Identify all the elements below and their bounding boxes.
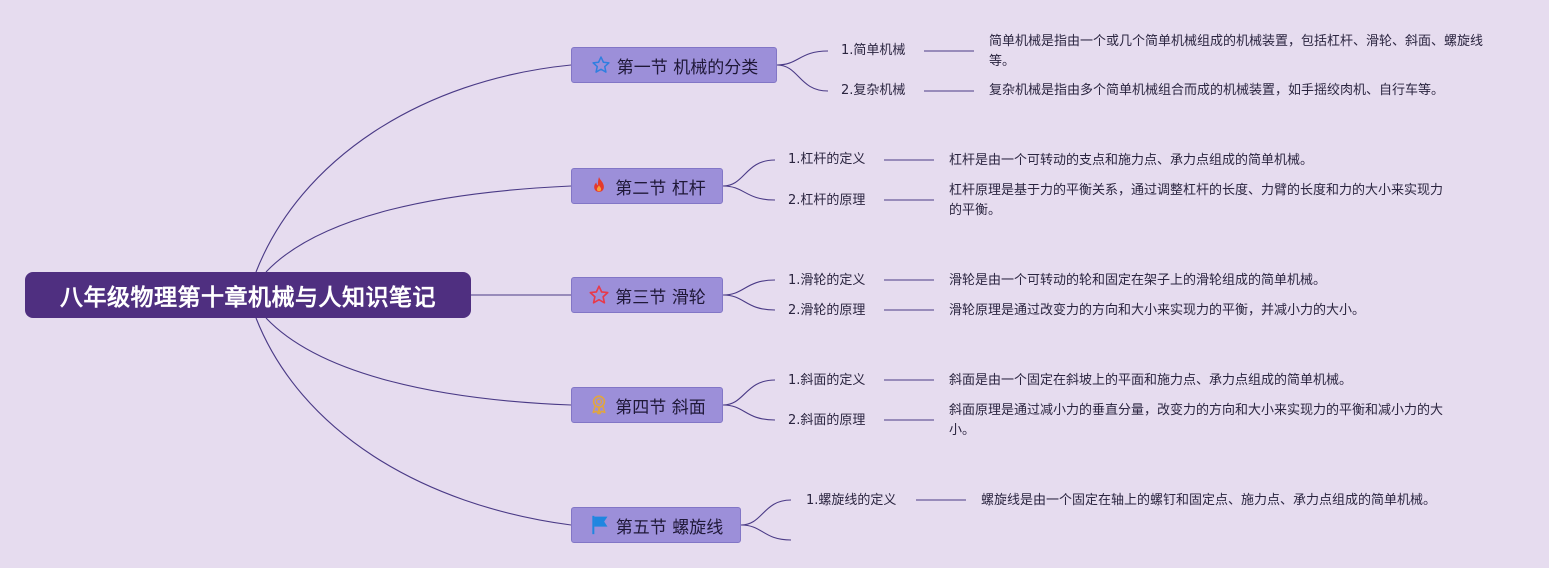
section-topic-3[interactable]: 第三节 滑轮 <box>571 277 723 313</box>
section-3-branch-b <box>722 294 776 311</box>
section-2-branch-b <box>722 185 776 201</box>
subtopic-description: 螺旋线是由一个固定在轴上的螺钉和固定点、施力点、承力点组成的简单机械。 <box>981 493 1437 508</box>
star-outline-icon <box>590 54 612 76</box>
section-3-branch-a <box>722 279 776 296</box>
subtopic-label[interactable]: 1.螺旋线的定义 <box>806 493 897 508</box>
subtopic-description: 杠杆原理是基于力的平衡关系，通过调整杠杆的长度、力臂的长度和力的大小来实现力的平… <box>949 183 1444 218</box>
root-to-section-4-line <box>265 317 572 406</box>
section-topic-1[interactable]: 第一节 机械的分类 <box>571 47 777 83</box>
section-5-branch-b <box>740 524 792 541</box>
subtopic-label[interactable]: 2.杠杆的原理 <box>788 193 866 208</box>
subtopic-label[interactable]: 1.滑轮的定义 <box>788 273 866 288</box>
root-to-section-1-line <box>255 64 572 273</box>
section-1-branch-b <box>776 64 829 92</box>
subtopic-description: 斜面原理是通过减小力的垂直分量，改变力的方向和大小来实现力的平衡和减小力的大小。 <box>949 403 1444 438</box>
section-4-branch-b <box>722 404 776 421</box>
section-topic-4[interactable]: 第四节 斜面 <box>571 387 723 423</box>
section-topic-label: 第三节 滑轮 <box>615 287 706 308</box>
subtopic-description: 斜面是由一个固定在斜坡上的平面和施力点、承力点组成的简单机械。 <box>949 373 1353 388</box>
subtopic-label[interactable]: 1.杠杆的定义 <box>788 152 866 167</box>
subtopic-description: 滑轮是由一个可转动的轮和固定在架子上的滑轮组成的简单机械。 <box>949 273 1327 288</box>
section-topic-label: 第五节 螺旋线 <box>615 517 724 538</box>
fire-icon <box>588 175 610 197</box>
section-4-branch-a <box>722 379 776 406</box>
award-ribbon-icon <box>588 394 610 416</box>
root-topic-title: 八年级物理第十章机械与人知识笔记 <box>60 285 436 311</box>
section-topic-label: 第二节 杠杆 <box>615 178 706 199</box>
subtopic-description: 复杂机械是指由多个简单机械组合而成的机械装置，如手摇绞肉机、自行车等。 <box>989 83 1445 98</box>
subtopic-description: 滑轮原理是通过改变力的方向和大小来实现力的平衡，并减小力的大小。 <box>949 303 1366 318</box>
subtopic-label[interactable]: 2.斜面的原理 <box>788 413 866 428</box>
subtopic-label[interactable]: 1.斜面的定义 <box>788 373 866 388</box>
section-topic-label: 第一节 机械的分类 <box>616 57 759 78</box>
root-topic[interactable]: 八年级物理第十章机械与人知识笔记 <box>25 272 471 318</box>
section-2-branch-a <box>722 159 776 187</box>
subtopic-label[interactable]: 2.滑轮的原理 <box>788 303 866 318</box>
star-outline-icon <box>588 284 610 306</box>
flag-icon <box>589 514 611 536</box>
section-topic-5[interactable]: 第五节 螺旋线 <box>571 507 741 543</box>
section-5-branch-a <box>740 499 792 526</box>
section-topic-label: 第四节 斜面 <box>615 397 706 418</box>
root-to-section-5-line <box>255 317 572 526</box>
section-1-branch-a <box>776 50 829 66</box>
root-to-section-2-line <box>265 185 572 273</box>
subtopic-label[interactable]: 2.复杂机械 <box>841 83 906 98</box>
subtopic-description: 简单机械是指由一个或几个简单机械组成的机械装置，包括杠杆、滑轮、斜面、螺旋线等。 <box>989 34 1484 69</box>
subtopic-label[interactable]: 1.简单机械 <box>841 43 906 58</box>
section-topic-2[interactable]: 第二节 杠杆 <box>571 168 723 204</box>
subtopic-description: 杠杆是由一个可转动的支点和施力点、承力点组成的简单机械。 <box>949 153 1314 168</box>
